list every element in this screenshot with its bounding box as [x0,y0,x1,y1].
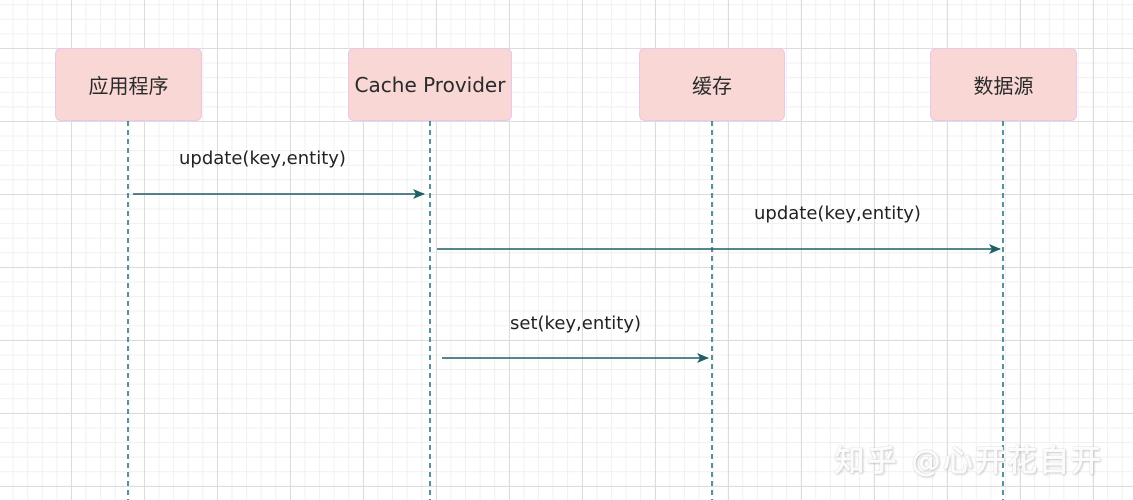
participant-cache[interactable]: 缓存 [639,48,785,121]
watermark-text: 知乎 @心开花自开 [834,444,1103,479]
participant-app[interactable]: 应用程序 [55,48,202,121]
participant-datasource[interactable]: 数据源 [930,48,1077,121]
participant-cache-provider[interactable]: Cache Provider [348,48,512,121]
message-label-2: update(key,entity) [754,203,921,224]
message-label-1: update(key,entity) [179,148,346,169]
message-label-3: set(key,entity) [510,313,642,334]
